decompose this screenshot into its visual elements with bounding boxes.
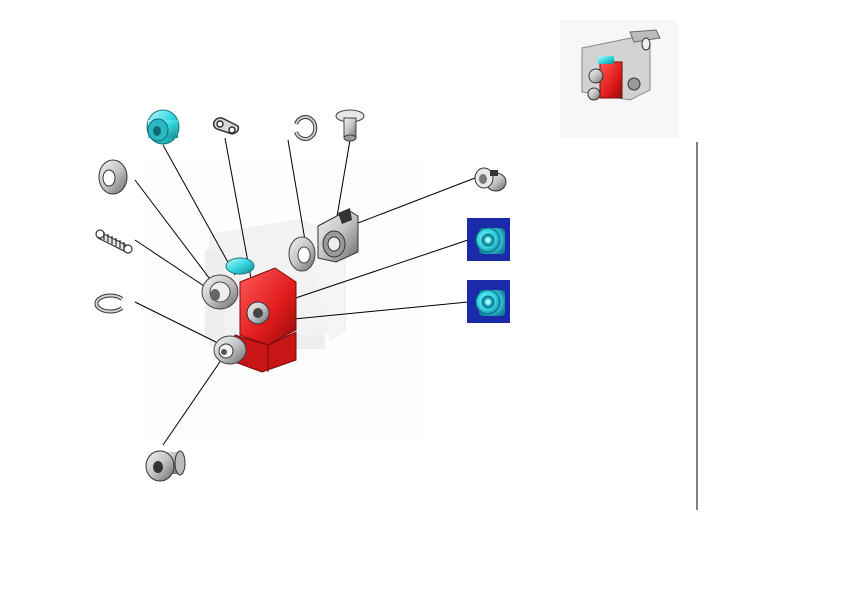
leader-line (162, 349, 229, 446)
leader-line (344, 177, 476, 229)
pin-icon (335, 109, 365, 142)
leader-lines (134, 137, 476, 446)
spring-clip-icon (212, 117, 240, 135)
assembly-preview-thumbnail (560, 20, 678, 138)
coil-spring-icon (95, 229, 133, 254)
washer-icon (98, 159, 128, 195)
bearing-thumbnail-icon (467, 218, 510, 261)
leader-line (134, 301, 229, 349)
main-assembly (201, 208, 359, 373)
leader-line (262, 301, 469, 323)
collar-icon (145, 450, 186, 482)
leader-line (162, 144, 236, 276)
e-ring-icon (94, 293, 124, 314)
leader-line (224, 137, 256, 301)
bearing-block (239, 267, 297, 346)
leader-line (134, 179, 223, 296)
bearing-thumbnail-icon (467, 280, 510, 323)
cyan-bushing-icon (146, 109, 180, 145)
sleeve-icon (474, 167, 507, 192)
e-ring-icon (294, 115, 318, 141)
